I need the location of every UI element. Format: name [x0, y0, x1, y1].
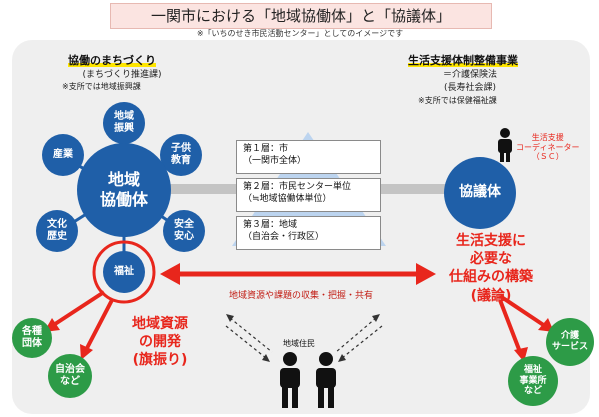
coordinator-person-icon [498, 128, 512, 162]
arrow-to-kakushu [50, 290, 106, 328]
page-title: 一関市における「地域協働体」と「協議体」 [110, 3, 492, 29]
resident-dashed-arrows [225, 317, 383, 359]
satellite-bunka: 文化 歴史 [36, 210, 78, 252]
resident-person-icon [280, 352, 300, 408]
green-kakushu-dantai: 各種 団体 [12, 318, 52, 358]
right-sub2: (長寿社会課) [443, 83, 497, 93]
left-heading: 協働のまちづくり [68, 54, 156, 67]
satellite-fukushi: 福祉 [103, 251, 145, 293]
coordinator-label: 生活支援 コーディネーター （ＳＣ） [516, 133, 580, 162]
right-heading: 生活支援体制整備事業 [408, 54, 518, 67]
hub-chiiki-kyodotai: 地域 協働体 [77, 143, 171, 237]
satellite-anzen: 安全 安心 [163, 210, 205, 252]
subtitle-note: ※「いちのせき市民活動センター」としてのイメージです [196, 29, 404, 38]
right-red-text: 生活支援に 必要な 仕組みの構築 (議論) [449, 233, 533, 304]
layer-2: 第２層：市民センター単位 （≒地域協働体単位） [236, 178, 381, 212]
green-kaigo-service: 介護 サービス [546, 318, 594, 366]
layer-3-line1: 第３層：地域 [243, 220, 298, 230]
center-arrow-left-head [160, 263, 180, 285]
resident-arrow-heads [226, 314, 380, 362]
green-fukushi-jigyosho: 福祉 事業所 など [508, 356, 558, 406]
resident-person-icon-2 [316, 352, 336, 408]
satellite-kodomo: 子供 教育 [160, 134, 202, 176]
layer-3: 第３層：地域 （自治会・行政区） [236, 216, 381, 250]
fukushi-ring [92, 240, 156, 304]
layer-1: 第１層：市 （一関市全体） [236, 140, 381, 174]
hub-kyogitai: 協議体 [444, 157, 516, 229]
arrow-to-fukushi-jigyo [498, 299, 522, 353]
right-sub1: ＝介護保険法 [442, 70, 497, 80]
satellite-sangyo: 産業 [42, 134, 84, 176]
left-sub1: (まちづくり推進課) [82, 70, 162, 80]
center-arrow-right-head [416, 263, 436, 285]
arrow-head-jichikai [80, 344, 93, 360]
right-sub3: ※支所では保健福祉課 [418, 96, 497, 105]
layer-1-line1: 第１層：市 [243, 144, 289, 154]
left-sub2: ※支所では地域振興課 [62, 82, 141, 91]
green-jichikai: 自治会 など [48, 354, 92, 398]
arrow-to-jichikai [84, 299, 114, 351]
center-arrow-label: 地域資源や課題の収集・把握・共有 [228, 291, 373, 301]
layer-2-line2: （≒地域協働体単位） [243, 193, 332, 204]
layer-2-line1: 第２層：市民センター単位 [243, 182, 352, 192]
arrow-to-kaigo [498, 294, 547, 328]
residents-label: 地域住民 [283, 339, 315, 348]
layer-3-line2: （自治会・行政区） [243, 231, 325, 242]
satellite-chiiki-shinko: 地域 振興 [103, 102, 145, 144]
layer-1-line2: （一関市全体） [243, 155, 307, 166]
left-red-text: 地域資源 の開発 (旗振り) [132, 316, 188, 369]
